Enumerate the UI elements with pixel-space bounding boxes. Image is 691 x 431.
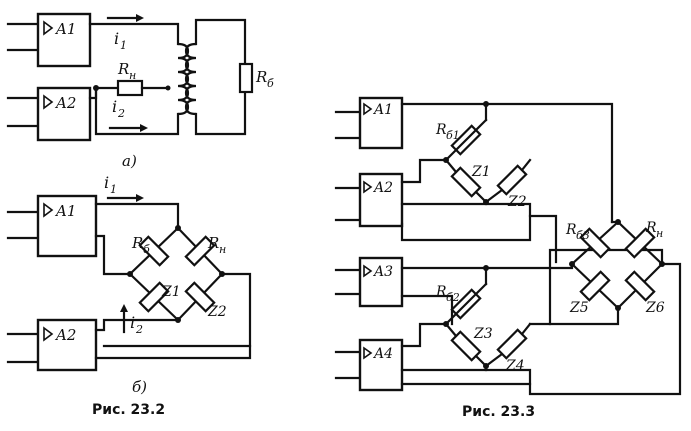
z5-resistor <box>579 270 611 302</box>
current-i1-sub: 1 <box>110 183 117 196</box>
current-i2-label: i <box>112 97 117 116</box>
amp-a1-label: A1 <box>54 20 76 38</box>
amplifier-a4-box <box>358 338 404 392</box>
bridge-z1-resistor <box>138 281 170 313</box>
current-i2-sub: 2 <box>135 323 143 336</box>
sublabel-b: б) <box>132 378 147 396</box>
amplifier-triangle-icon <box>363 346 373 360</box>
bridge-rb-resistor <box>138 235 170 267</box>
amplifier-a2-box <box>36 318 98 372</box>
fig-23-3: A1 A2 A3 A4 <box>334 96 682 396</box>
rn-sub: н <box>219 243 226 256</box>
z4-label: Z4 <box>505 358 525 374</box>
rb2-sub: б2 <box>446 291 460 304</box>
rb3-sub: б3 <box>576 229 590 242</box>
load-resistor <box>116 79 144 97</box>
caption-fig-23-3: Рис. 23.3 <box>462 404 535 420</box>
amp-a2-label: A2 <box>372 180 393 196</box>
current-i1-label: i <box>114 29 119 48</box>
z3-label: Z3 <box>473 326 493 342</box>
z6-resistor <box>624 270 656 302</box>
current-i2-label: i <box>130 313 135 332</box>
amplifier-a2-box <box>358 172 404 228</box>
amplifier-a2-box <box>36 86 92 142</box>
amplifier-triangle-icon <box>363 180 373 194</box>
amp-a3-label: A3 <box>372 264 393 280</box>
rb3-resistor <box>579 227 611 259</box>
rn-label: R <box>645 220 657 236</box>
z1-label: Z1 <box>161 284 181 300</box>
current-i1-sub: 1 <box>120 39 127 52</box>
amp-a4-label: A4 <box>372 346 393 362</box>
z2-label: Z2 <box>507 194 527 210</box>
amp-a2-label: A2 <box>54 326 76 344</box>
amplifier-triangle-icon <box>363 102 373 116</box>
amplifier-a1-box <box>36 12 92 68</box>
load-res-label: R <box>117 60 129 78</box>
fig-23-2-b: A1 A2 i 1 i 2 R б R н Z1 Z2 <box>6 173 252 396</box>
rn-label: R <box>207 234 219 252</box>
transformer-primary <box>177 42 190 116</box>
transformer-secondary <box>184 42 197 116</box>
z6-label: Z6 <box>645 300 665 316</box>
z2-label: Z2 <box>207 304 227 320</box>
z5-label: Z5 <box>569 300 589 316</box>
ballast-resistor <box>238 62 254 94</box>
current-i2-sub: 2 <box>117 107 125 120</box>
amp-a1-label: A1 <box>372 102 393 118</box>
current-i1-label: i <box>104 173 109 192</box>
caption-fig-23-2: Рис. 23.2 <box>92 402 165 418</box>
ballast-res-label: R <box>255 68 267 86</box>
amplifier-triangle-icon <box>363 264 373 278</box>
z1-label: Z1 <box>471 164 491 180</box>
rb1-label: R <box>435 122 447 138</box>
rn-resistor <box>624 227 656 259</box>
bridge-z2-resistor <box>184 281 216 313</box>
amp-a1-label: A1 <box>54 202 76 220</box>
rn-sub: н <box>656 227 663 240</box>
amplifier-triangle-icon <box>43 202 54 218</box>
rb-label: R <box>131 234 143 252</box>
amplifier-triangle-icon <box>43 326 54 342</box>
rb1-sub: б1 <box>446 129 460 142</box>
load-res-sub: н <box>129 69 136 82</box>
amplifier-a3-box <box>358 256 404 308</box>
rb3-label: R <box>565 222 577 238</box>
ballast-res-sub: б <box>267 77 274 90</box>
sublabel-a: а) <box>122 152 137 170</box>
amplifier-triangle-icon <box>43 20 54 36</box>
bridge-rn-resistor <box>184 235 216 267</box>
rb-sub: б <box>143 243 150 256</box>
fig-23-2-a: A1 A2 i 1 i 2 R н R б а) <box>6 12 274 170</box>
rb2-label: R <box>435 284 447 300</box>
amplifier-triangle-icon <box>43 94 54 110</box>
amp-a2-label: A2 <box>54 94 76 112</box>
